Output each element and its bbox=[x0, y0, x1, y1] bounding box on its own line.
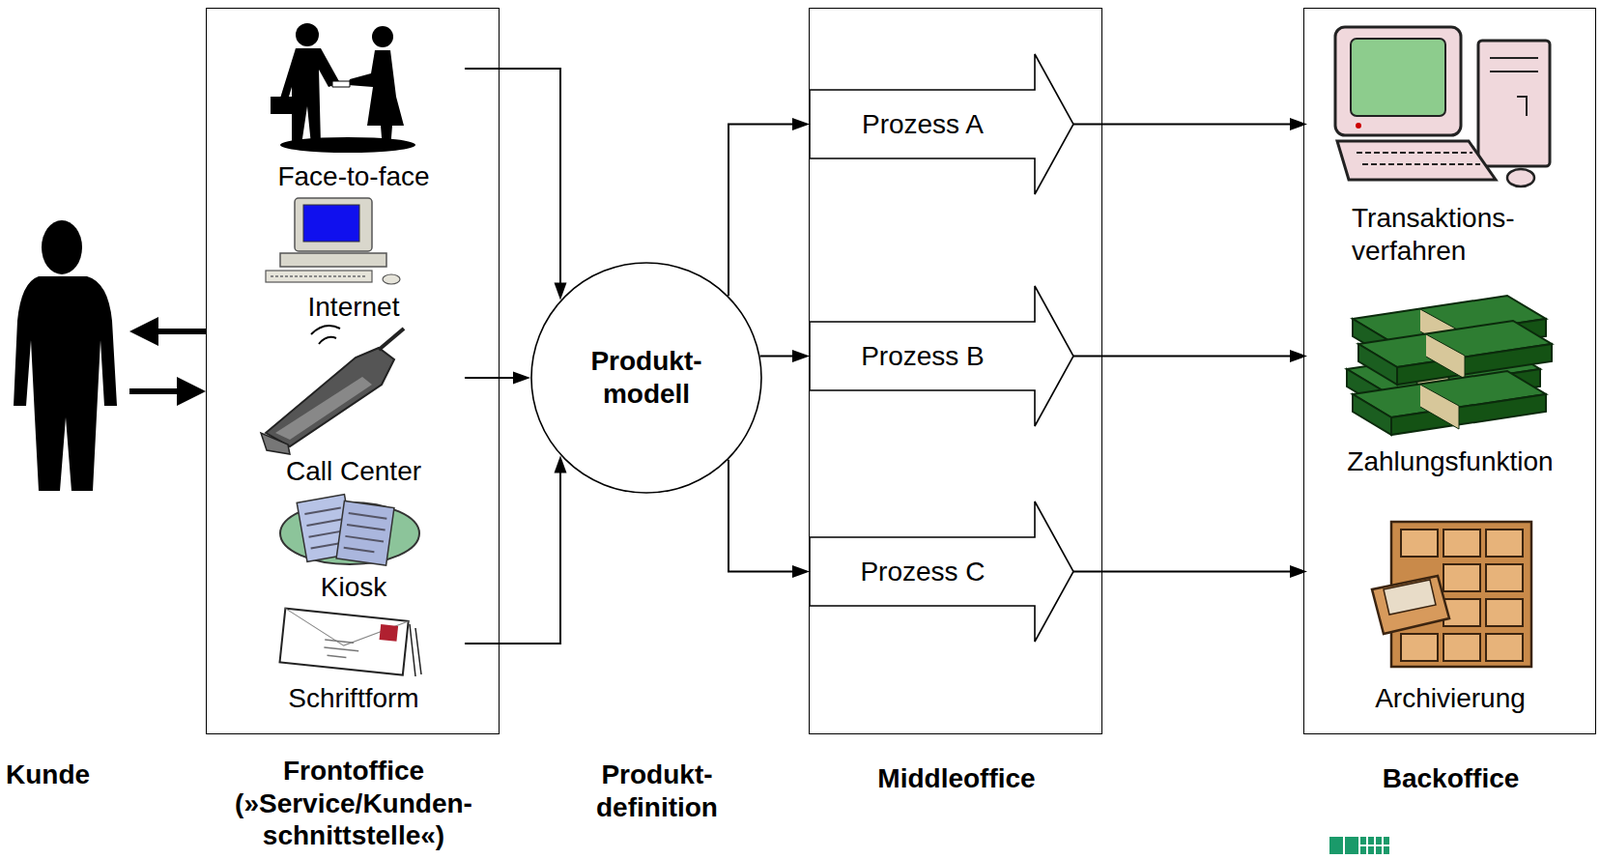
connector-arrow bbox=[728, 117, 810, 296]
connector-arrow bbox=[464, 68, 568, 301]
arrowhead bbox=[513, 371, 531, 385]
node-label: Prozess A bbox=[817, 108, 1029, 142]
node-label: Archivierung bbox=[1307, 682, 1594, 715]
arrowhead bbox=[129, 316, 159, 346]
money-stack-icon bbox=[1346, 295, 1552, 435]
connector-arrow bbox=[1073, 117, 1308, 131]
connector-line bbox=[1073, 355, 1292, 358]
node-label: Prozess B bbox=[817, 340, 1029, 373]
node-label: Prozess C bbox=[817, 555, 1029, 589]
node-label: Face-to-face bbox=[242, 160, 465, 194]
customer-figure bbox=[13, 220, 117, 491]
customer: Kunde bbox=[9, 222, 126, 498]
connector-arrow bbox=[1073, 565, 1308, 578]
backoffice-function: Archivierung bbox=[1307, 508, 1594, 726]
newspaper-kiosk-icon bbox=[280, 494, 420, 566]
connector-line bbox=[1073, 571, 1292, 573]
connector-line bbox=[129, 388, 179, 395]
connector-line bbox=[728, 124, 795, 297]
process-arrow: Prozess A bbox=[809, 54, 1074, 195]
connector-arrow bbox=[760, 349, 810, 363]
arrowhead bbox=[792, 349, 810, 363]
node-label: Internet bbox=[242, 290, 465, 324]
circle-outline bbox=[530, 261, 763, 494]
connector-line bbox=[464, 376, 515, 379]
heading-label: Kunde bbox=[5, 758, 113, 792]
channel: Internet bbox=[242, 197, 465, 326]
node-label: Schriftform bbox=[242, 682, 465, 715]
node-label: Call Center bbox=[242, 455, 465, 488]
node-label: Kiosk bbox=[242, 571, 465, 604]
connector-line bbox=[760, 355, 795, 358]
backoffice-panel: BackofficeTransaktions- verfahrenZahlung… bbox=[1303, 7, 1597, 735]
handshake-icon bbox=[270, 23, 416, 153]
channel: Face-to-face bbox=[242, 15, 465, 198]
card-cabinet-icon bbox=[1371, 521, 1532, 667]
heading-label: Produkt- definition bbox=[574, 758, 740, 824]
heading-label: Frontoffice (»Service/Kunden- schnittste… bbox=[199, 754, 509, 853]
connector-arrow bbox=[129, 316, 206, 346]
arrowhead bbox=[176, 376, 206, 406]
envelope-icon bbox=[280, 608, 422, 677]
channel: Call Center bbox=[242, 327, 465, 490]
connector-line bbox=[156, 328, 206, 335]
connector-line bbox=[464, 68, 561, 286]
connector-arrow bbox=[464, 371, 531, 385]
middleoffice-panel: MiddleofficeProzess AProzess BProzess C bbox=[808, 7, 1103, 735]
process-arrow: Prozess B bbox=[809, 285, 1074, 427]
arrowhead bbox=[792, 117, 810, 131]
desktop-computer-icon bbox=[265, 198, 400, 285]
node-label: Zahlungsfunktion bbox=[1307, 445, 1594, 479]
backoffice-function: Zahlungsfunktion bbox=[1307, 290, 1594, 489]
connector-line bbox=[464, 470, 561, 644]
arrowhead bbox=[1289, 117, 1308, 131]
workstation-icon bbox=[1335, 27, 1550, 187]
mobile-phone-icon bbox=[260, 325, 404, 455]
connector-arrow bbox=[728, 459, 810, 578]
backoffice-function: Transaktions- verfahren bbox=[1307, 15, 1594, 286]
channel: Schriftform bbox=[242, 607, 465, 716]
arrowhead bbox=[1289, 349, 1308, 363]
connector-line bbox=[1073, 123, 1292, 126]
channel: Kiosk bbox=[242, 491, 465, 606]
process-arrow: Prozess C bbox=[809, 501, 1074, 642]
connector-arrow bbox=[1073, 349, 1308, 363]
product-model-circle: Produkt- modellProdukt- definition bbox=[530, 261, 763, 494]
arrowhead bbox=[792, 565, 810, 578]
arrowhead bbox=[1289, 565, 1308, 578]
node-label: Transaktions- verfahren bbox=[1351, 201, 1565, 267]
connector-line bbox=[728, 459, 795, 572]
connector-arrow bbox=[464, 455, 568, 644]
heading-label: Middleoffice bbox=[809, 762, 1104, 796]
logo-mark bbox=[1329, 836, 1390, 855]
heading-label: Backoffice bbox=[1304, 762, 1598, 796]
heading-label: Produkt- modell bbox=[573, 344, 719, 410]
frontoffice-panel: Frontoffice (»Service/Kunden- schnittste… bbox=[205, 7, 500, 735]
connector-arrow bbox=[129, 376, 206, 406]
